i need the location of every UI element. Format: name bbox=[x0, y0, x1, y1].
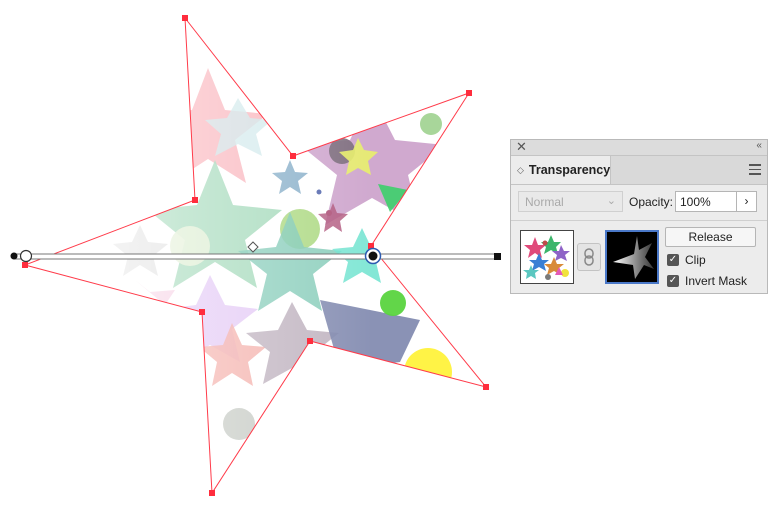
panel-menu-icon[interactable] bbox=[749, 164, 761, 178]
clip-label: Clip bbox=[685, 253, 706, 267]
invert-mask-label: Invert Mask bbox=[685, 274, 748, 288]
close-icon[interactable]: ✕ bbox=[516, 139, 527, 154]
invert-mask-checkbox-row[interactable]: ✓ Invert Mask bbox=[667, 273, 747, 289]
opacity-label: Opacity: bbox=[629, 195, 674, 209]
gradient-annotator[interactable] bbox=[10, 241, 502, 265]
tab-title: Transparency bbox=[528, 163, 611, 177]
panel-tab-bar: ◇ Transparency bbox=[511, 156, 767, 185]
gradient-origin-point[interactable] bbox=[10, 252, 18, 260]
chevron-down-icon: ⌄ bbox=[606, 195, 616, 207]
show-options-icon[interactable]: ◇ bbox=[517, 164, 524, 175]
artwork-thumbnail[interactable] bbox=[520, 230, 574, 284]
transparency-panel: ✕ ‹‹ ◇ Transparency Normal ⌄ Opacity: 10… bbox=[510, 139, 768, 294]
mask-link-button[interactable] bbox=[577, 243, 601, 271]
artwork-thumbnail-image bbox=[523, 235, 570, 280]
anchor-points[interactable] bbox=[22, 15, 489, 496]
blend-mode-select[interactable]: Normal ⌄ bbox=[518, 191, 623, 212]
clip-checkbox[interactable]: ✓ bbox=[667, 254, 679, 266]
panel-title-bar[interactable]: ✕ ‹‹ bbox=[511, 139, 767, 156]
invert-mask-checkbox[interactable]: ✓ bbox=[667, 275, 679, 287]
tab-transparency[interactable]: ◇ Transparency bbox=[511, 156, 611, 184]
collapse-icon[interactable]: ‹‹ bbox=[756, 140, 762, 151]
mask-thumbnail-image bbox=[613, 236, 654, 279]
mask-thumbnail[interactable] bbox=[605, 230, 659, 284]
gradient-end-handle[interactable] bbox=[494, 253, 501, 260]
chain-link-icon bbox=[584, 248, 594, 266]
gradient-midpoint-diamond[interactable] bbox=[247, 241, 259, 253]
blend-mode-value: Normal bbox=[525, 195, 564, 209]
opacity-input[interactable]: 100% bbox=[675, 191, 737, 212]
masked-artwork bbox=[25, 18, 486, 493]
gradient-stop-white[interactable] bbox=[19, 249, 33, 263]
opacity-slider-toggle[interactable]: › bbox=[737, 191, 757, 212]
panel-divider bbox=[511, 220, 767, 221]
clip-checkbox-row[interactable]: ✓ Clip bbox=[667, 252, 706, 268]
release-button[interactable]: Release bbox=[665, 227, 756, 247]
